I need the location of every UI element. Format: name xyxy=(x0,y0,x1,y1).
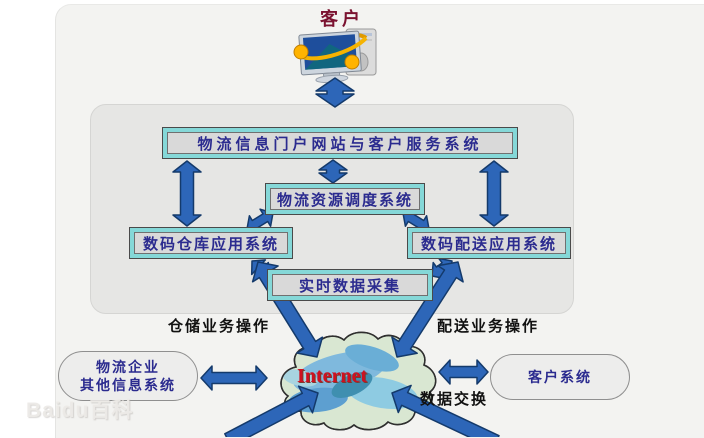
customer-portal-arrow xyxy=(315,77,355,108)
internet-customersystem-arrow xyxy=(438,359,489,385)
internet-label: Internet xyxy=(297,365,367,387)
other-systems-line2: 其他信息系统 xyxy=(80,377,176,393)
node-scheduling-system: 物流资源调度系统 xyxy=(265,183,425,215)
delivery-operations-label: 配送业务操作 xyxy=(437,318,540,335)
baidu-watermark: Baidu百科 xyxy=(26,399,134,422)
portal-scheduling-arrow xyxy=(318,159,348,184)
node-delivery-system: 数码配送应用系统 xyxy=(407,227,571,259)
node-warehouse-system: 数码仓库应用系统 xyxy=(129,227,293,259)
delivery-internet-arrow xyxy=(391,261,464,358)
node-realtime-data-collection: 实时数据采集 xyxy=(267,269,433,301)
bottomleft-internet-arrow xyxy=(224,385,319,437)
warehouse-operations-label: 仓储业务操作 xyxy=(168,318,271,335)
node-customer-system: 客户系统 xyxy=(490,354,630,400)
customer-label: 客户 xyxy=(320,9,364,29)
computer-icon xyxy=(293,28,377,84)
node-portal-system: 物流信息门户网站与客户服务系统 xyxy=(162,127,518,159)
othersystems-internet-arrow xyxy=(200,365,268,391)
portal-warehouse-arrow xyxy=(172,160,202,227)
portal-delivery-arrow xyxy=(479,160,509,227)
other-systems-line1: 物流企业 xyxy=(96,358,160,375)
node-other-logistics-systems: 物流企业 其他信息系统 xyxy=(58,351,198,401)
data-exchange-label: 数据交换 xyxy=(420,391,489,408)
customer-system-label: 客户系统 xyxy=(528,368,592,385)
bottomright-internet-arrow xyxy=(391,384,500,437)
